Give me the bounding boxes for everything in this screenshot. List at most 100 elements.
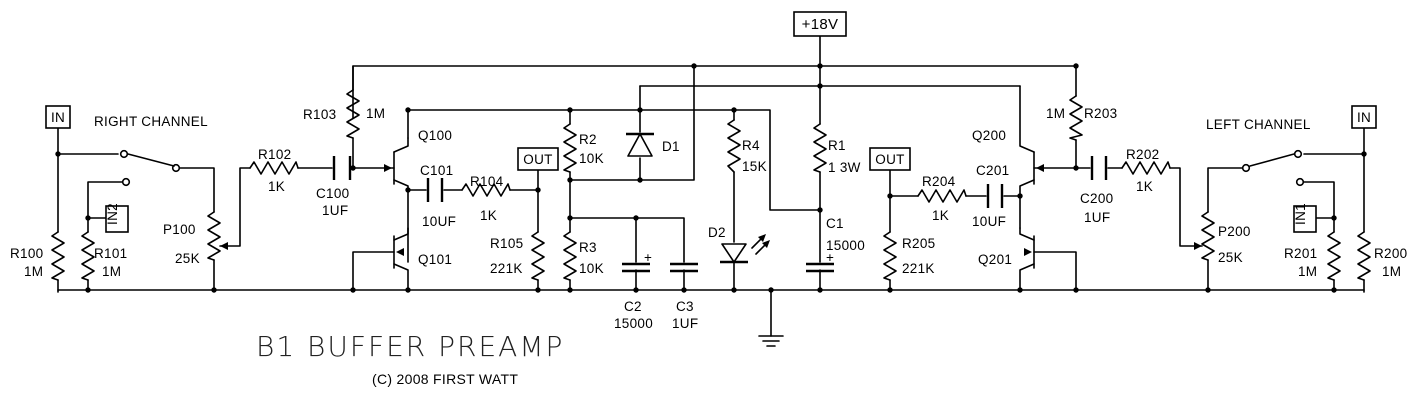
- resistor-r204: [917, 189, 967, 203]
- r4-value: 15K: [742, 159, 767, 174]
- r2-value: 10K: [579, 151, 604, 166]
- left-output-terminal: OUT: [869, 147, 911, 171]
- c101-value: 10UF: [422, 214, 456, 229]
- wiper-arrow-icon: [1194, 242, 1202, 250]
- resistor-r200: [1357, 231, 1371, 281]
- r205-name: R205: [902, 236, 935, 251]
- copyright-notice: (C) 2008 FIRST WATT: [372, 371, 518, 387]
- potentiometer-p100: [207, 211, 221, 261]
- left-input1-terminal: IN1: [1293, 203, 1317, 233]
- r100-value: 1M: [24, 264, 43, 279]
- resistor-r201: [1327, 231, 1341, 281]
- right-input2-label: IN2: [105, 203, 120, 225]
- left-output-label: OUT: [875, 152, 904, 167]
- r4-name: R4: [742, 138, 760, 153]
- p200-name: P200: [1218, 224, 1251, 239]
- ground-icon: [758, 335, 784, 347]
- supply-terminal: +18V: [793, 11, 847, 37]
- right-input-terminal: IN: [45, 105, 71, 129]
- resistor-r101: [81, 231, 95, 281]
- capacitor-c3: [670, 262, 698, 273]
- r201-name: R201: [1284, 246, 1317, 261]
- q101-label: Q101: [418, 252, 452, 267]
- left-input-terminal: IN: [1351, 105, 1377, 129]
- q200-label: Q200: [972, 128, 1006, 143]
- capacitor-c1: [806, 262, 834, 273]
- right-channel-heading: RIGHT CHANNEL: [94, 114, 208, 129]
- schematic-title: B1 BUFFER PREAMP: [256, 330, 564, 363]
- diode-d1: [626, 132, 654, 157]
- resistor-r3: [563, 231, 577, 281]
- gate-arrow-icon: [396, 248, 404, 256]
- wiring: [57, 35, 1365, 337]
- r104-value: 1K: [480, 208, 497, 223]
- resistor-r202: [1121, 161, 1171, 175]
- q201-label: Q201: [978, 252, 1012, 267]
- p100-name: P100: [163, 222, 196, 237]
- capacitor-c200: [1090, 156, 1108, 180]
- resistor-r205: [883, 231, 897, 281]
- gate-arrow-icon: [384, 164, 392, 172]
- r104-name: R104: [470, 174, 504, 189]
- r202-name: R202: [1126, 147, 1159, 162]
- c3-value: 1UF: [672, 316, 698, 331]
- resistor-r105: [531, 231, 545, 281]
- c100-value: 1UF: [322, 203, 348, 218]
- diode-d2: [720, 234, 770, 264]
- c2-name: C2: [624, 299, 642, 314]
- r103-name: R103: [303, 107, 336, 122]
- resistor-r100: [51, 231, 65, 281]
- c101-name: C101: [420, 163, 453, 178]
- left-input-label: IN: [1357, 110, 1371, 125]
- resistor-r104: [461, 183, 511, 197]
- r101-value: 1M: [102, 264, 121, 279]
- r3-value: 10K: [579, 261, 604, 276]
- junction-dots: [55, 63, 1367, 293]
- supply-label: +18V: [802, 16, 839, 33]
- r205-value: 221K: [902, 261, 935, 276]
- right-output-label: OUT: [523, 152, 552, 167]
- c201-value: 10UF: [972, 214, 1006, 229]
- resistor-r1: [813, 123, 827, 173]
- resistor-r102: [249, 161, 299, 175]
- r204-name: R204: [922, 174, 956, 189]
- c200-name: C200: [1080, 191, 1113, 206]
- capacitors: [332, 156, 1108, 273]
- r102-name: R102: [258, 147, 291, 162]
- capacitor-c101: [426, 178, 444, 202]
- r1-value: 1 3W: [828, 160, 861, 175]
- r105-value: 221K: [490, 261, 523, 276]
- c3-name: C3: [676, 299, 694, 314]
- r3-name: R3: [579, 240, 597, 255]
- wiper-arrow-icon: [220, 242, 228, 250]
- right-input-label: IN: [51, 110, 65, 125]
- r102-value: 1K: [268, 179, 285, 194]
- capacitor-c201: [986, 184, 1004, 208]
- r203-name: R203: [1084, 106, 1117, 121]
- p100-value: 25K: [175, 251, 200, 266]
- capacitor-c2: [622, 262, 650, 273]
- r105-name: R105: [490, 236, 523, 251]
- c2-plus-sign: +: [644, 250, 652, 265]
- c100-name: C100: [316, 186, 349, 201]
- r200-value: 1M: [1382, 264, 1401, 279]
- potentiometer-p200: [1201, 211, 1215, 261]
- resistor-r4: [727, 119, 741, 173]
- c200-value: 1UF: [1084, 210, 1110, 225]
- left-channel-heading: LEFT CHANNEL: [1206, 117, 1311, 132]
- r1-name: R1: [828, 138, 846, 153]
- capacitor-c100: [332, 156, 352, 180]
- r204-value: 1K: [932, 208, 949, 223]
- resistor-r103: [346, 89, 360, 139]
- right-input2-terminal: IN2: [105, 203, 129, 233]
- c1-name: C1: [826, 216, 844, 231]
- c1-value: 15000: [826, 238, 865, 253]
- r2-name: R2: [579, 132, 597, 147]
- component-labels: RIGHT CHANNEL LEFT CHANNEL R100 1M R101 …: [10, 106, 1407, 331]
- r203-value: 1M: [1046, 106, 1065, 121]
- input-switch-contacts: [119, 149, 1305, 187]
- d2-label: D2: [708, 225, 726, 240]
- d1-label: D1: [662, 139, 680, 154]
- c2-value: 15000: [614, 316, 653, 331]
